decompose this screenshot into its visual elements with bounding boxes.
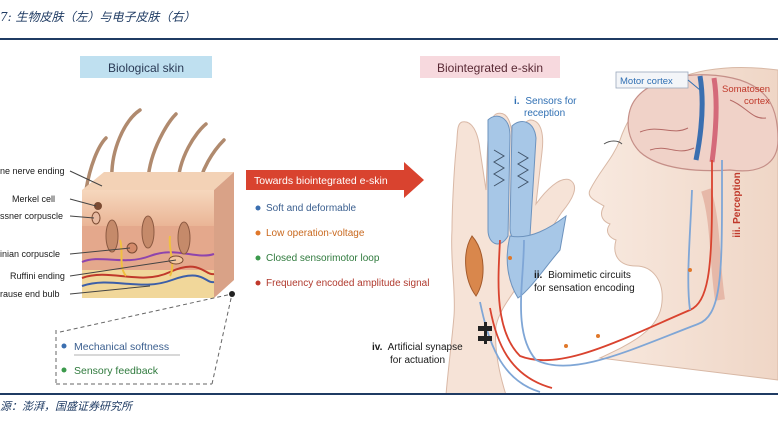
- brain-fold: [639, 127, 689, 133]
- feature-bullet: [255, 230, 261, 236]
- biological-skin-title: Biological skin: [108, 61, 184, 75]
- synapse-numeral: iv.: [372, 342, 383, 353]
- bottom-rule: [0, 393, 778, 395]
- property-sensory-feedback: Sensory feedback: [74, 365, 159, 377]
- towards-arrow-label: Towards biointegrated e-skin: [254, 175, 388, 187]
- feature-frequency-encoded: Frequency encoded amplitude signal: [266, 278, 429, 289]
- somatosensory-band: [709, 77, 719, 163]
- closed-eye: [603, 140, 623, 145]
- figure-caption: 7: 生物皮肤（左）与电子皮肤（右）: [0, 10, 196, 24]
- artificial-synapse-device: [478, 322, 492, 344]
- circuits-numeral: ii.: [534, 270, 543, 281]
- motor-cortex-leader: [687, 79, 701, 91]
- figure-diagram: Biological skin: [0, 56, 778, 395]
- sensors-line-2: reception: [524, 108, 565, 119]
- feature-bullet: [255, 280, 261, 286]
- source-note: 源：澎湃，国盛证券研究所: [0, 400, 132, 413]
- sensor-coils: [493, 149, 529, 189]
- biointegrated-title-box: [420, 56, 560, 78]
- property-mechanical-softness: Mechanical softness: [74, 341, 169, 353]
- feature-bullet: [255, 205, 261, 211]
- left-labels: ne nerve ending Merkel cell ssner corpus…: [0, 166, 65, 299]
- sensors-line-1: Sensors for: [525, 96, 577, 107]
- feature-soft-deformable: Soft and deformable: [266, 203, 356, 214]
- label-leaders: [69, 170, 177, 295]
- brain-fold: [649, 147, 695, 152]
- label-somatosensory-2: cortex: [744, 96, 770, 107]
- synapse-line-2: for actuation: [390, 355, 445, 366]
- label-free-nerve-ending: ne nerve ending: [0, 166, 65, 176]
- properties-callout: Mechanical softness Sensory feedback: [55, 291, 235, 385]
- biological-skin-title-box: [80, 56, 212, 78]
- label-ruffini-ending: Ruffini ending: [10, 271, 65, 281]
- label-krause-end-bulb: rause end bulb: [0, 289, 60, 299]
- label-sensors: i. Sensors for: [514, 96, 577, 107]
- label-somatosensory-1: Somatosen: [722, 84, 770, 95]
- label-motor-cortex: Motor cortex: [620, 76, 673, 87]
- synapse-line-1: Artificial synapse: [388, 342, 463, 353]
- brain-fold: [729, 99, 767, 119]
- hair-follicles: [105, 215, 191, 255]
- label-circuits: ii. Biomimetic circuits: [534, 270, 631, 281]
- top-rule: [0, 38, 778, 40]
- label-perception: iii. Perception: [732, 172, 743, 238]
- e-skin-finger-1: [487, 115, 511, 245]
- signal-pulses: [508, 256, 692, 348]
- feature-closed-loop: Closed sensorimotor loop: [266, 253, 380, 264]
- biointegrated-title: Biointegrated e-skin: [437, 61, 543, 75]
- label-merkel-cell: Merkel cell: [12, 194, 55, 204]
- signal-lines: [479, 160, 723, 393]
- sensors-numeral: i.: [514, 96, 520, 107]
- circuits-line-1: Biomimetic circuits: [548, 270, 631, 281]
- skin-block-side: [214, 172, 234, 298]
- circuits-line-2: for sensation encoding: [534, 283, 635, 294]
- label-meissner-corpuscle: ssner corpuscle: [0, 211, 63, 221]
- label-synapse: iv. Artificial synapse: [372, 342, 463, 353]
- feature-bullet: [255, 255, 261, 261]
- wrist-muscle: [465, 235, 484, 297]
- towards-arrow: [246, 162, 424, 198]
- label-pacinian-corpuscle: inian corpuscle: [0, 249, 60, 259]
- feature-low-voltage: Low operation-voltage: [266, 228, 365, 239]
- motor-cortex-band: [693, 75, 705, 161]
- feature-list: Soft and deformable Low operation-voltag…: [255, 203, 429, 289]
- skin-block-top: [82, 172, 234, 190]
